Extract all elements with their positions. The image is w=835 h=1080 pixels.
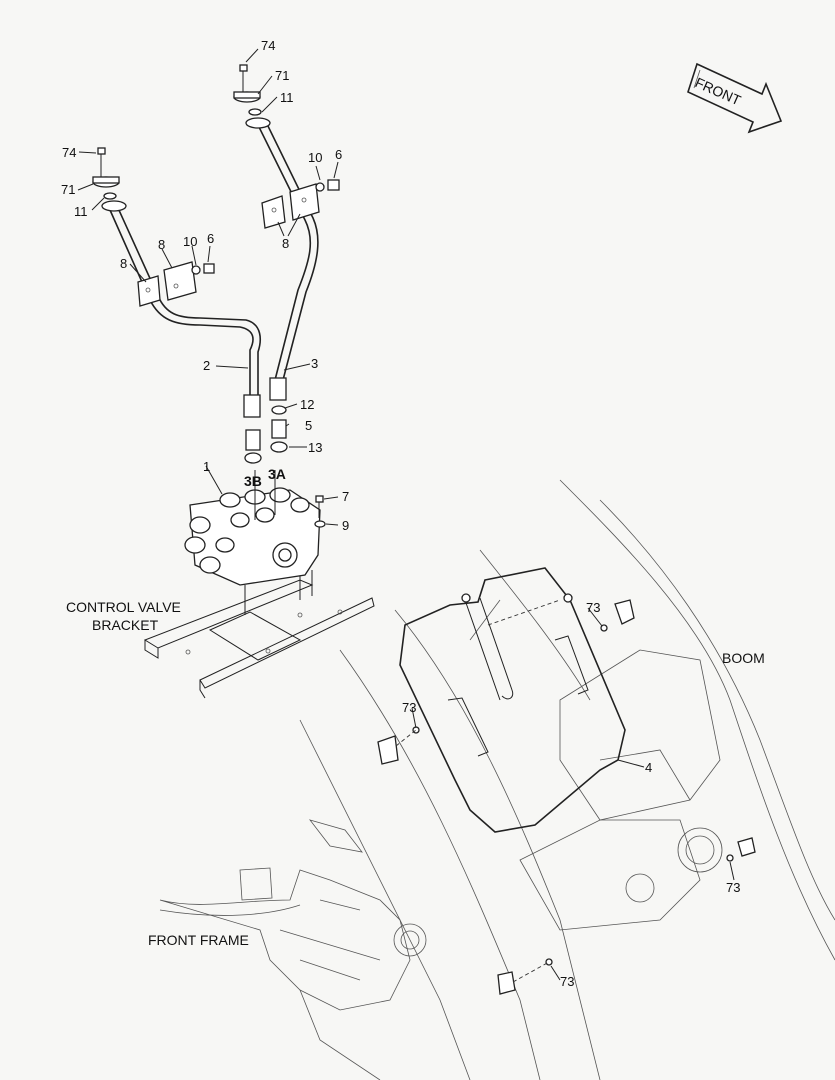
callout-9: 9 (342, 518, 349, 533)
callout-5: 5 (305, 418, 312, 433)
callout-73: 73 (586, 600, 600, 615)
tube-3 (257, 121, 319, 453)
callout-73: 73 (560, 974, 574, 989)
callouts: 74 71 11 74 71 11 10 6 8 10 6 8 8 2 3 12… (61, 38, 740, 989)
control-valve-bracket (143, 565, 375, 699)
callout-2: 2 (203, 358, 210, 373)
clamp-left (137, 261, 215, 307)
leader-lines (77, 48, 735, 981)
front-arrow-label: FRONT (693, 74, 744, 108)
callout-8: 8 (120, 256, 127, 271)
callout-10: 10 (183, 234, 197, 249)
callout-73: 73 (726, 880, 740, 895)
clamp-right (261, 179, 340, 229)
callout-74: 74 (62, 145, 76, 160)
callout-8: 8 (158, 237, 165, 252)
callout-6: 6 (335, 147, 342, 162)
cover-plate (399, 567, 626, 833)
control-valve (184, 470, 321, 586)
callout-3: 3 (311, 356, 318, 371)
upper-hardware-right (233, 64, 271, 129)
upper-hardware-left (92, 147, 127, 212)
control-valve-bracket-label-line2: BRACKET (92, 617, 159, 633)
tube-2 (109, 207, 262, 464)
callout-73: 73 (402, 700, 416, 715)
callout-10: 10 (308, 150, 322, 165)
fastener-73-group (377, 593, 756, 995)
control-valve-bracket-label-line1: CONTROL VALVE (66, 599, 181, 615)
boom-structure (299, 479, 835, 1080)
assembly-labels: CONTROL VALVE BRACKET BOOM FRONT FRAME (66, 599, 765, 948)
front-frame-label: FRONT FRAME (148, 932, 249, 948)
callout-7: 7 (342, 489, 349, 504)
boom-label: BOOM (722, 650, 765, 666)
front-direction-arrow: FRONT (687, 62, 783, 134)
callout-3a: 3A (268, 466, 286, 482)
callout-71: 71 (61, 182, 75, 197)
bolt-7-washer-9 (314, 495, 326, 528)
callout-71: 71 (275, 68, 289, 83)
front-frame-structure (159, 819, 427, 1080)
callout-11: 11 (280, 90, 294, 105)
callout-74: 74 (261, 38, 275, 53)
callout-3b: 3B (244, 473, 262, 489)
callout-6: 6 (207, 231, 214, 246)
callout-1: 1 (203, 459, 210, 474)
callout-13: 13 (308, 440, 322, 455)
callout-8: 8 (282, 236, 289, 251)
callout-12: 12 (300, 397, 314, 412)
callout-4: 4 (645, 760, 652, 775)
callout-11: 11 (74, 204, 88, 219)
